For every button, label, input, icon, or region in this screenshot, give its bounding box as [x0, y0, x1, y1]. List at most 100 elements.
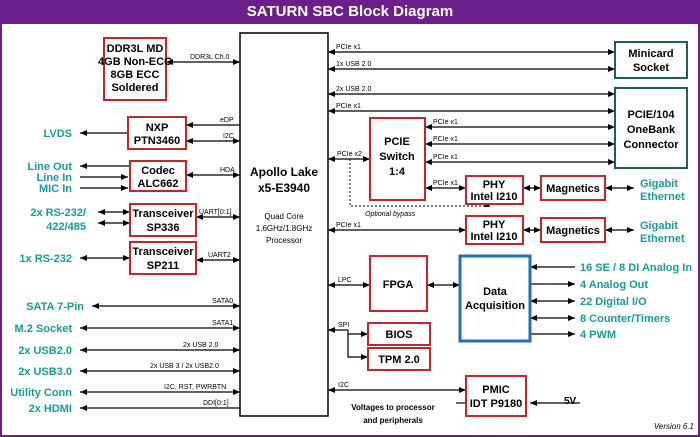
- codec-line2: ALC662: [138, 178, 179, 190]
- bus-hda: HDA: [220, 167, 235, 174]
- mag1-label: Magnetics: [546, 183, 600, 195]
- trans1-line1: Transceiver: [132, 208, 194, 220]
- io-rs232-422-line1: 2x RS-232/: [30, 207, 86, 219]
- block-diagram-svg: DDR3L MD 4GB Non-ECC 8GB ECC Soldered NX…: [10, 32, 694, 431]
- bus-sw-p2: PCIe x1: [433, 136, 458, 143]
- io-usb3: 2x USB3.0: [18, 366, 72, 378]
- pcie104-box: [614, 87, 688, 169]
- ddr-line4: Soldered: [111, 82, 158, 94]
- ddr-line1: DDR3L MD: [107, 43, 164, 55]
- io-gbe2-line2: Ethernet: [640, 233, 685, 245]
- trans2-line2: SP211: [147, 260, 179, 272]
- cpu-name1: Apollo Lake: [250, 165, 318, 179]
- minicard-line2: Socket: [633, 62, 669, 74]
- cpu-name2: x5-E3940: [258, 181, 310, 195]
- bios-label: BIOS: [386, 329, 413, 341]
- cpu-desc1: Quad Core: [264, 212, 304, 221]
- trans1-box: [129, 203, 197, 237]
- io-mic-in: MIC In: [39, 183, 72, 195]
- io-m2: M.2 Socket: [15, 323, 73, 335]
- io-5v: 5V: [564, 396, 577, 407]
- io-sata: SATA 7-Pin: [26, 301, 84, 313]
- mag1-box: [540, 175, 606, 201]
- bus-uart2: UART2: [208, 252, 231, 259]
- trans2-line1: Transceiver: [132, 246, 194, 258]
- bus-sw-p3: PCIe x1: [433, 154, 458, 161]
- io-lvds: LVDS: [43, 128, 72, 140]
- io-rs232-422-line2: 422/485: [46, 221, 86, 233]
- io-utility: Utility Conn: [10, 387, 72, 399]
- bus-sw-p1: PCIe x1: [433, 119, 458, 126]
- fpga-box: [369, 255, 428, 312]
- cpu-desc3: Processor: [266, 236, 302, 245]
- pmic-box: [465, 375, 527, 417]
- io-dio: 22 Digital I/O: [580, 296, 647, 308]
- voltages-line2: and peripherals: [363, 416, 423, 425]
- io-line-in: Line In: [37, 172, 73, 184]
- blocks: [103, 32, 688, 417]
- io-gbe1-line2: Ethernet: [640, 191, 685, 203]
- bus-edp: eDP: [220, 117, 234, 124]
- codec-line1: Codec: [141, 165, 175, 177]
- switch-line3: 1:4: [389, 166, 406, 178]
- switch-line1: PCIE: [384, 136, 410, 148]
- io-counters: 8 Counter/Timers: [580, 313, 670, 325]
- bus-ddi: DDI[0:1]: [203, 400, 229, 407]
- tpm-box: [367, 347, 431, 371]
- voltages-line1: Voltages to processor: [351, 403, 434, 412]
- bus-lpc: LPC: [338, 277, 352, 284]
- pmic-line2: IDT P9180: [470, 398, 523, 410]
- bus-i2c-rst: I2C, RST, PWRBTN: [164, 384, 226, 391]
- bus-usb20: 2x USB 2.0: [183, 342, 219, 349]
- io-gbe1-line1: Gigabit: [640, 178, 678, 190]
- bus-uart01: UART[0:1]: [199, 209, 232, 216]
- phy1-box: [465, 175, 524, 205]
- ddr-box: [103, 37, 167, 101]
- phy1-line1: PHY: [483, 179, 506, 191]
- phy1-line2: Intel I210: [470, 191, 517, 203]
- phy2-line1: PHY: [483, 219, 506, 231]
- mag2-box: [540, 217, 606, 243]
- bus-sata0: SATA0: [212, 298, 233, 305]
- nxp-line2: PTN3460: [134, 135, 180, 147]
- cpu-box: [239, 32, 329, 417]
- fpga-label: FPGA: [383, 279, 414, 291]
- bus-bypass: Optional bypass: [365, 211, 416, 218]
- bus-pcie-mini: PCIe x1: [336, 44, 361, 51]
- bus-pcie-phy2: PCIe x1: [336, 222, 361, 229]
- phy2-box: [465, 215, 524, 245]
- bus-usb-104: 2x USB 2.0: [336, 86, 372, 93]
- pcie104-line3: Connector: [624, 139, 680, 151]
- bus-pcie-x2: PCIe x2: [337, 151, 362, 158]
- io-analog-in: 16 SE / 8 DI Analog In: [580, 262, 692, 274]
- version-label: Version 6.1: [654, 422, 694, 431]
- bus-pcie-104: PCIe x1: [336, 103, 361, 110]
- daq-line1: Data: [483, 286, 508, 298]
- diagram-canvas: DDR3L MD 4GB Non-ECC 8GB ECC Soldered NX…: [2, 24, 698, 435]
- diagram-title: SATURN SBC Block Diagram: [246, 3, 454, 20]
- bus-sw-p4: PCIe x1: [433, 180, 458, 187]
- trans2-box: [129, 241, 197, 275]
- daq-line2: Acquisition: [465, 300, 525, 312]
- io-line-out: Line Out: [27, 161, 72, 173]
- bus-i2c-nxp: I2C: [223, 133, 234, 140]
- ddr-line3: 8GB ECC: [111, 69, 160, 81]
- codec-box: [129, 160, 187, 192]
- pmic-line1: PMIC: [482, 384, 510, 396]
- phy2-line2: Intel I210: [470, 231, 517, 243]
- bus-usb-mini: 1x USB 2.0: [336, 61, 372, 68]
- bus-ddr: DDR3L Ch.0: [190, 54, 230, 61]
- io-usb2: 2x USB2.0: [18, 345, 72, 357]
- mag2-label: Magnetics: [546, 225, 600, 237]
- nxp-line1: NXP: [146, 122, 169, 134]
- bus-sata1: SATA1: [212, 320, 233, 327]
- bus-spi: SPI: [338, 322, 349, 329]
- ddr-line2: 4GB Non-ECC: [98, 56, 172, 68]
- pcie104-line1: PCIE/104: [627, 109, 675, 121]
- bus-i2c-pmic: I2C: [338, 382, 349, 389]
- connections: [80, 49, 634, 411]
- io-pwm: 4 PWM: [580, 329, 616, 341]
- pcie104-line2: OneBank: [627, 124, 676, 136]
- trans1-line2: SP336: [146, 222, 179, 234]
- tpm-label: TPM 2.0: [378, 354, 420, 366]
